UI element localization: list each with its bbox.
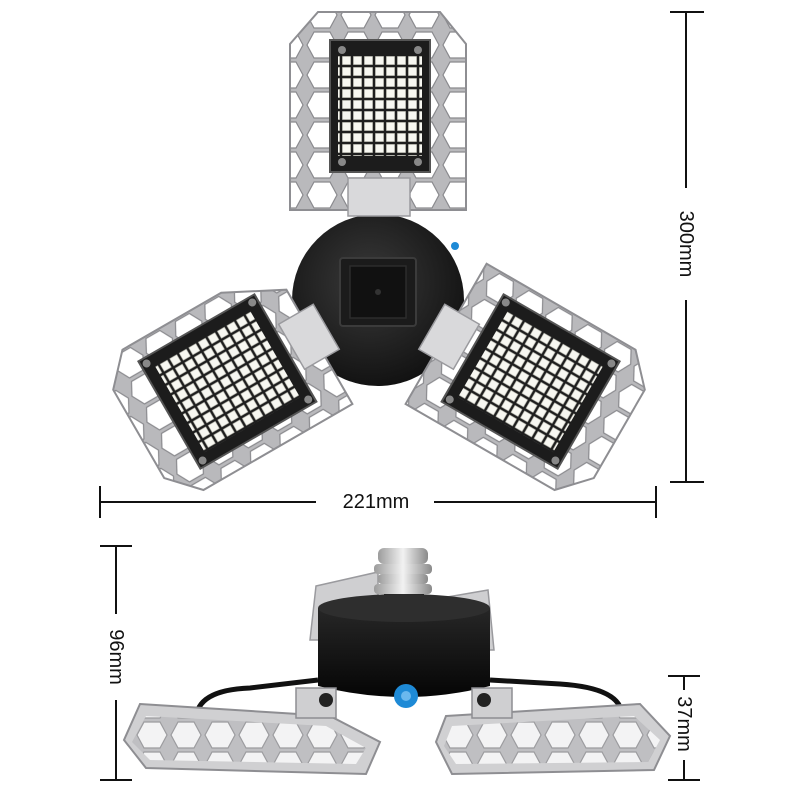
led-panel-right [404, 262, 646, 492]
dimension-line-side-height [100, 545, 132, 781]
dimension-line-width [99, 486, 657, 518]
side-panel-left [122, 687, 382, 776]
dimension-line-panel-height [668, 675, 700, 781]
side-hub [318, 594, 490, 708]
dimension-line-height [670, 11, 704, 483]
side-height-label: 96mm [105, 629, 127, 685]
height-label: 300mm [675, 210, 697, 278]
side-panel-right [434, 687, 672, 776]
top-view-light [112, 11, 646, 492]
panel-height-label: 37mm [673, 696, 695, 752]
led-panel-left [112, 288, 354, 492]
side-view-light [122, 548, 672, 776]
screw-base [374, 548, 432, 604]
led-panel-top [289, 11, 467, 217]
width-label: 221mm [342, 491, 410, 513]
